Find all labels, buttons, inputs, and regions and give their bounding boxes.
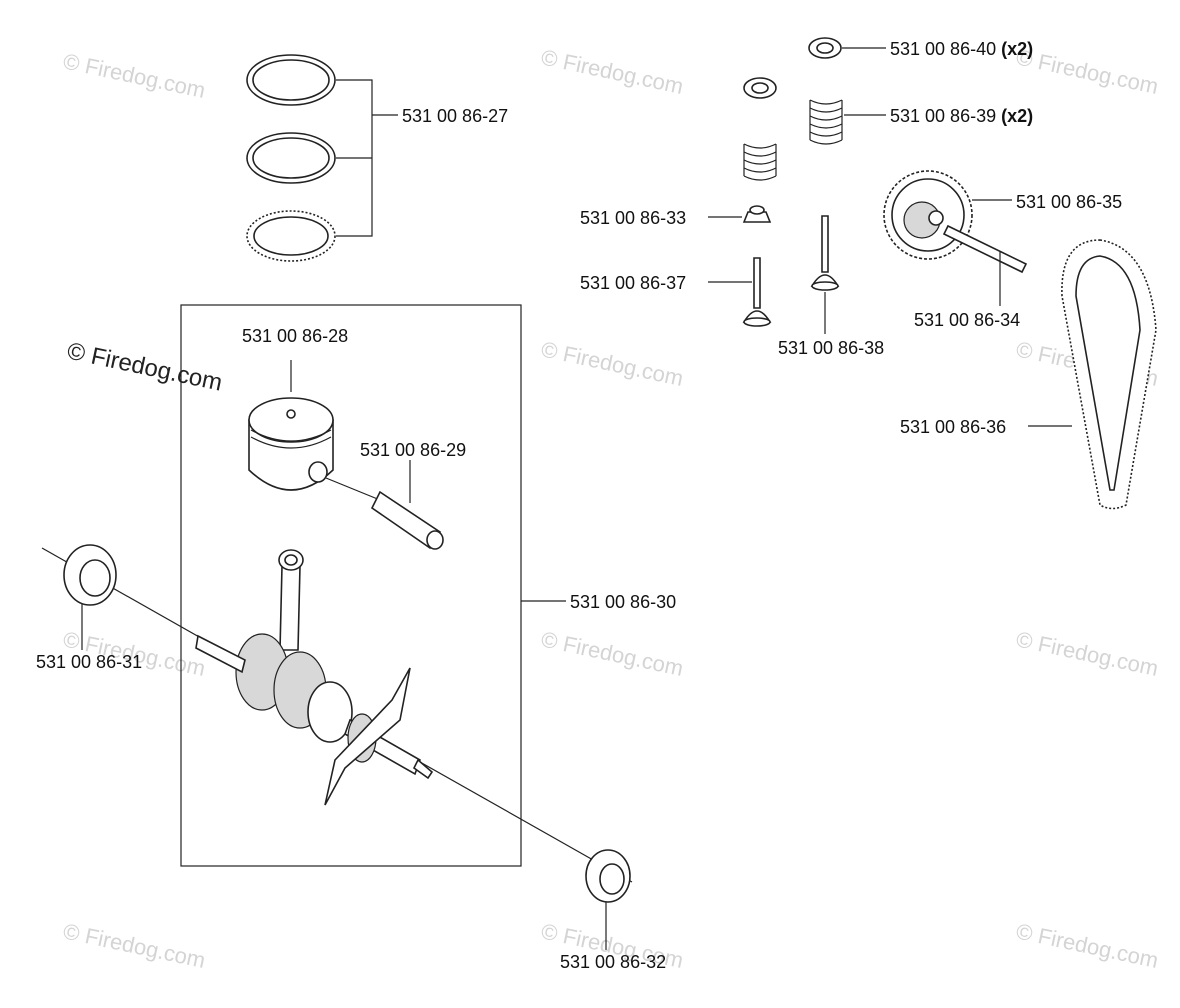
part-number-36: 531 00 86-36 [900,417,1006,437]
watermark: © Firedog.com [61,918,208,973]
watermark: © Firedog.com [539,626,686,681]
part-number-40: 531 00 86-40(x2) [890,39,1033,59]
part-number-31: 531 00 86-31 [36,652,142,672]
part-number-35: 531 00 86-35 [1016,192,1122,212]
crankshaft [41,547,633,883]
piston [248,360,334,491]
quantity-40: (x2) [1001,39,1033,59]
watermark: © Firedog.com [539,336,686,391]
oil-seal-right [585,849,631,950]
assembly-box [180,304,522,867]
part-number-27: 531 00 86-27 [402,106,508,126]
exhaust-valve [810,215,840,334]
part-number-39: 531 00 86-39(x2) [890,106,1033,126]
part-number-32: 531 00 86-32 [560,952,666,972]
watermark-layer: © Firedog.com © Firedog.com © Firedog.co… [61,44,1161,973]
watermark-dark: © Firedog.com [65,337,225,396]
piston-pin [325,460,444,550]
timing-belt [1028,239,1157,510]
part-number-38: 531 00 86-38 [778,338,884,358]
part-number-33: 531 00 86-33 [580,208,686,228]
watermark: © Firedog.com [1014,44,1161,99]
part-number-34: 531 00 86-34 [914,310,1020,330]
valve-spring [743,99,886,181]
part-number-29: 531 00 86-29 [360,440,466,460]
cam-gear [883,170,1012,260]
spring-retainer [743,37,886,99]
watermark: © Firedog.com [1014,918,1161,973]
part-number-39-value: 531 00 86-39 [890,106,996,126]
quantity-39: (x2) [1001,106,1033,126]
part-number-40-value: 531 00 86-40 [890,39,996,59]
part-number-28: 531 00 86-28 [242,326,348,346]
piston-rings [246,54,398,262]
part-number-30: 531 00 86-30 [570,592,676,612]
watermark: © Firedog.com [61,48,208,103]
watermark: © Firedog.com [539,44,686,99]
cam-shaft-pin [942,224,1028,306]
valve-stem-seal [708,205,772,223]
part-number-37: 531 00 86-37 [580,273,686,293]
intake-valve [708,257,772,327]
watermark: © Firedog.com [1014,626,1161,681]
oil-seal-left [63,544,117,650]
